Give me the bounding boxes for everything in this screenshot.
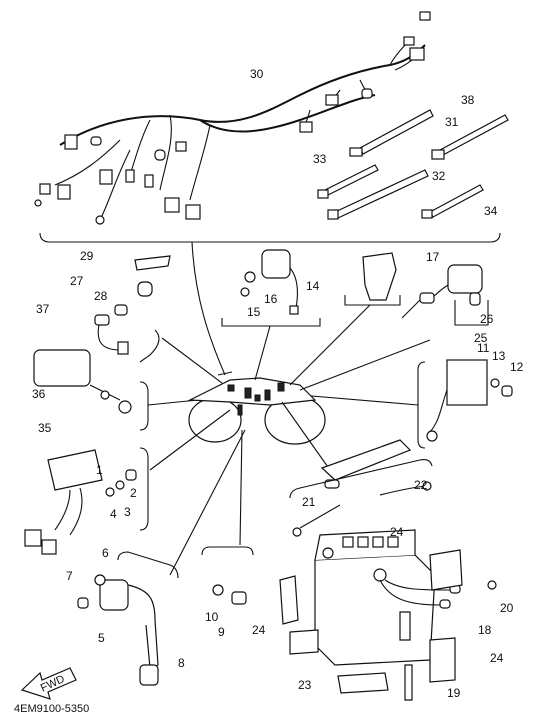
callout-labels: 1234567891011121314151617181920212223242… — [32, 67, 524, 700]
callout-29: 29 — [80, 249, 94, 263]
callout-21: 21 — [302, 495, 316, 509]
callout-28: 28 — [94, 289, 108, 303]
ignition-coil — [77, 574, 159, 686]
callout-15: 15 — [247, 305, 261, 319]
battery — [279, 529, 497, 701]
callout-9: 9 — [218, 625, 225, 639]
callout-11: 11 — [477, 341, 490, 355]
callout-1: 1 — [96, 463, 103, 477]
callout-31: 31 — [445, 115, 459, 129]
callout-23: 23 — [298, 678, 312, 692]
callout-19: 19 — [447, 686, 461, 700]
callout-7: 7 — [66, 569, 73, 583]
callout-22: 22 — [414, 478, 428, 492]
callout-4: 4 — [110, 507, 117, 521]
callout-13: 13 — [492, 349, 506, 363]
callout-16: 16 — [264, 292, 278, 306]
cable-ties — [317, 109, 509, 220]
callout-8: 8 — [178, 656, 185, 670]
callout-30: 30 — [250, 67, 264, 81]
callout-26: 26 — [480, 312, 494, 326]
starter-relay — [401, 264, 483, 319]
callout-27: 27 — [70, 274, 84, 288]
callout-35: 35 — [38, 421, 52, 435]
relay — [240, 249, 299, 315]
callout-24: 24 — [252, 623, 266, 637]
callout-32: 32 — [432, 169, 446, 183]
callout-34: 34 — [484, 204, 498, 218]
callout-36: 36 — [32, 387, 46, 401]
cdi-unit — [24, 449, 137, 555]
wire-harness — [34, 11, 431, 225]
regulator — [426, 359, 513, 442]
callout-5: 5 — [98, 631, 105, 645]
callout-14: 14 — [306, 279, 320, 293]
callout-20: 20 — [500, 601, 514, 615]
callout-37: 37 — [36, 302, 50, 316]
sensor-assembly — [94, 281, 153, 355]
callout-6: 6 — [102, 546, 109, 560]
callout-24: 24 — [490, 651, 504, 665]
neutral-switch — [212, 584, 247, 605]
part-number: 4EM9100-5350 — [14, 703, 89, 715]
callout-24: 24 — [390, 525, 404, 539]
callout-38: 38 — [461, 93, 475, 107]
callout-10: 10 — [205, 610, 219, 624]
callout-12: 12 — [510, 360, 524, 374]
fwd-label: FWD — [39, 673, 67, 694]
battery-cover — [292, 439, 432, 537]
forward-arrow-icon: FWD — [20, 667, 77, 700]
callout-18: 18 — [478, 623, 492, 637]
callout-33: 33 — [313, 152, 327, 166]
callout-25: 25 — [474, 331, 488, 345]
ignition-switch — [33, 349, 132, 414]
callout-17: 17 — [426, 250, 440, 264]
callout-3: 3 — [124, 505, 131, 519]
callout-2: 2 — [130, 486, 137, 500]
